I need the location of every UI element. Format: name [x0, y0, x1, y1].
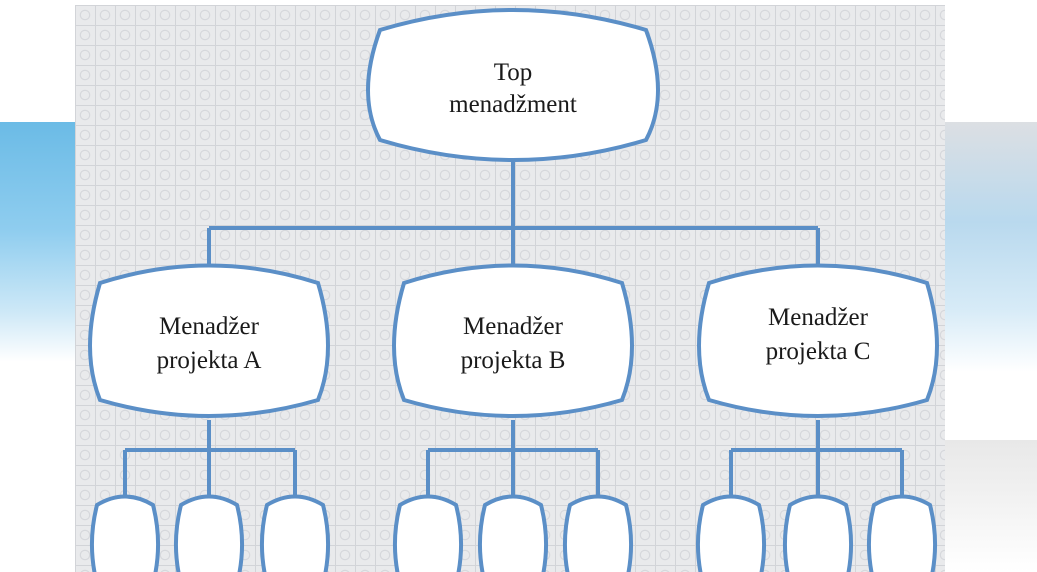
manager-a-line2: projekta A — [157, 347, 262, 374]
node-manager-a: Menadžer projekta A — [88, 263, 330, 418]
node-top-management: Top menadžment — [366, 8, 660, 162]
sub-nodes-a — [89, 494, 331, 572]
manager-c-line2: projekta C — [766, 338, 871, 365]
sub-node — [866, 494, 938, 572]
top-management-line2: menadžment — [449, 91, 577, 118]
top-management-line1: Top — [494, 59, 533, 86]
connectors-b — [426, 420, 600, 495]
connectors-a — [123, 420, 297, 495]
node-manager-b: Menadžer projekta B — [392, 263, 634, 418]
sub-node — [173, 494, 245, 572]
connectors-c — [729, 420, 904, 495]
sub-node — [477, 494, 549, 572]
sub-nodes-c — [695, 494, 938, 572]
sub-node — [695, 494, 767, 572]
manager-b-line1: Menadžer — [463, 313, 564, 340]
connectors-top — [207, 162, 820, 268]
sub-node — [392, 494, 464, 572]
manager-b-line2: projekta B — [461, 347, 566, 374]
manager-a-line1: Menadžer — [159, 313, 260, 340]
node-manager-c: Menadžer projekta C — [697, 263, 939, 418]
sub-node — [259, 494, 331, 572]
right-decor-band — [942, 122, 1037, 372]
right-decor-band-lower — [942, 440, 1037, 572]
sub-node — [782, 494, 854, 572]
manager-c-line1: Menadžer — [768, 304, 869, 331]
sub-nodes-b — [392, 494, 634, 572]
left-decor-band — [0, 122, 80, 362]
sub-node — [89, 494, 161, 572]
sub-node — [562, 494, 634, 572]
